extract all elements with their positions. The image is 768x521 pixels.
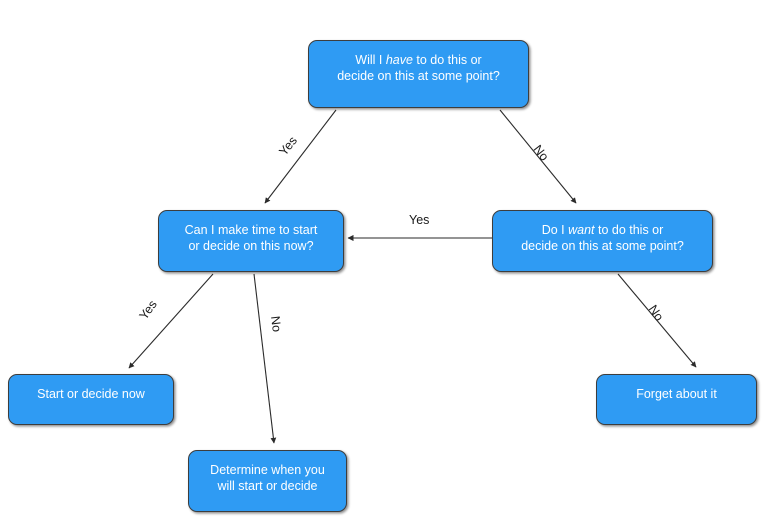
node-forget-about-it[interactable]: Forget about it xyxy=(596,374,757,425)
emphasis-want: want xyxy=(568,223,595,237)
emphasis-have: have xyxy=(385,53,413,67)
edge-want-no xyxy=(617,273,697,368)
node-determine-line1: Determine when you xyxy=(210,463,325,477)
edge-time-no xyxy=(253,273,277,444)
edge-must-yes xyxy=(264,109,337,204)
edge-label-want-yes: Yes xyxy=(409,213,430,227)
node-determine-line2: will start or decide xyxy=(217,479,318,494)
node-do-i-want-to[interactable]: Do I want to do this or decide on this a… xyxy=(492,210,713,272)
node-must-line2: decide on this at some point? xyxy=(337,69,500,84)
node-time-line2: or decide on this now? xyxy=(188,239,314,254)
node-start-line1: Start or decide now xyxy=(37,387,145,401)
node-determine-when[interactable]: Determine when you will start or decide xyxy=(188,450,347,512)
node-forget-line1: Forget about it xyxy=(636,387,717,401)
node-want-line1: Do I want to do this or xyxy=(541,223,664,237)
node-must-line1: Will I have to do this or xyxy=(355,53,482,67)
node-time-line1: Can I make time to start xyxy=(184,223,318,237)
node-start-or-decide-now[interactable]: Start or decide now xyxy=(8,374,174,425)
edge-label-time-no: No xyxy=(268,315,284,333)
node-want-line2: decide on this at some point? xyxy=(521,239,684,254)
edge-time-yes xyxy=(128,273,214,369)
edge-must-no xyxy=(499,109,577,204)
node-can-i-make-time[interactable]: Can I make time to start or decide on th… xyxy=(158,210,344,272)
node-will-i-have-to[interactable]: Will I have to do this or decide on this… xyxy=(308,40,529,108)
